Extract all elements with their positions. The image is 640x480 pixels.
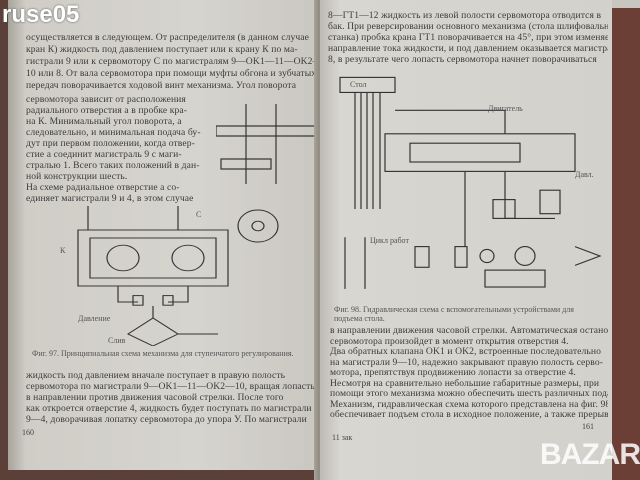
page-number: 161 <box>582 422 594 431</box>
printer-signature: 11 зак <box>332 433 353 442</box>
text-line: Два обратных клапана OK1 и OK2, встроенн… <box>330 347 602 357</box>
text-line: дут при первом положении, когда отвер- <box>26 138 195 149</box>
text-line: стралью 1. Всего таких положений в дан- <box>26 160 200 171</box>
text-line: 10 или 8. От вала сервомотора при помощи… <box>26 68 316 79</box>
text-line: бак. При реверсировании основного механи… <box>328 21 608 32</box>
watermark-ruse05: ruse05 <box>2 1 80 28</box>
figure-label-pressure: Давление <box>78 314 111 323</box>
figure-97-diagram <box>77 206 279 346</box>
text-line: сервомотора по магистрали 9—OK1—11—OK2—1… <box>26 381 315 392</box>
figure-label-c: С <box>196 210 202 219</box>
text-line: сервомотора зависит от расположения <box>26 94 186 105</box>
figure-label-drain: Слив <box>108 336 126 345</box>
text-line: Несмотря на сравнительно небольшие габар… <box>330 378 600 389</box>
text-line: осуществляется в следующем. От распредел… <box>26 32 310 43</box>
figure-label-k: К <box>60 246 66 255</box>
text-line: следовательно, и минимальная подача бу- <box>26 127 201 138</box>
text-line: 8, в результате чего лопасть сервомотора… <box>328 54 597 65</box>
figure-label-cycle: Цикл работ <box>370 236 409 245</box>
watermark-bazar: BAZAR <box>540 438 640 471</box>
text-line: обеспечивает подъем стола в исходное пол… <box>330 410 608 420</box>
book-spine <box>314 0 324 480</box>
text-line: стие а соединит магистраль 9 с маги- <box>26 149 182 160</box>
figure-97-caption: Фиг. 97. Принципиальная схема механизма … <box>32 349 294 358</box>
text-line: направление тока жидкости, и под давлени… <box>328 43 608 54</box>
text-line: передач поворачивается ходовой винт меха… <box>26 80 297 91</box>
text-line: станка) пробка крана ГТ1 поворачивается … <box>328 32 608 43</box>
text-line: на К. Минимальный угол поворота, а <box>26 116 182 127</box>
text-line: на магистрали 9—10, надежно закрывают пр… <box>330 357 604 368</box>
text-line: мотора, препятствуя продвижению лопасти … <box>330 368 576 378</box>
text-line: радиального отверстия а в пробке кра- <box>26 105 188 116</box>
figure-label-table: Стол <box>350 80 367 89</box>
text-line: сервомотора произойдет в момент открытия… <box>330 336 569 347</box>
figure-label-motor: Двигатель <box>488 104 523 113</box>
figure-98-caption: Фиг. 98. Гидравлическая схема с вспомога… <box>334 305 574 323</box>
page-number: 160 <box>22 428 34 437</box>
text-line: в направлении против движения часовой ст… <box>26 392 284 403</box>
text-line: ной конструкции шесть. <box>26 171 128 182</box>
left-page: осуществляется в следующем. От распредел… <box>8 0 320 470</box>
text-line: кран К) жидкость под давлением поступает… <box>26 44 298 55</box>
text-line: гистрали 9 или к сервомотору С по магист… <box>26 56 316 67</box>
text-line: жидкость под давлением вначале поступает… <box>26 370 286 381</box>
figure-97-mechanism <box>216 104 316 184</box>
text-line: единяет магистрали 9 и 4, в этом случае <box>26 193 194 204</box>
text-line: 9—4, доворачивая лопатку сервомотора до … <box>26 414 307 425</box>
text-line: Механизм, гидравлическая схема которого … <box>330 399 608 410</box>
text-line: На схеме радиальное отверстие а со- <box>26 182 180 193</box>
right-page: 8—ГТ1—12 жидкость из левой полости серво… <box>320 0 612 480</box>
text-line: помощи этого механизма можно обеспечить … <box>330 389 608 399</box>
text-line: в направлении движения часовой стрелки. … <box>330 326 608 336</box>
figure-98-diagram <box>339 76 602 289</box>
text-line: 8—ГТ1—12 жидкость из левой полости серво… <box>328 10 602 21</box>
text-line: как откроется отверстие 4, жидкость буде… <box>26 403 312 414</box>
figure-label-pressure: Давл. <box>575 170 594 179</box>
